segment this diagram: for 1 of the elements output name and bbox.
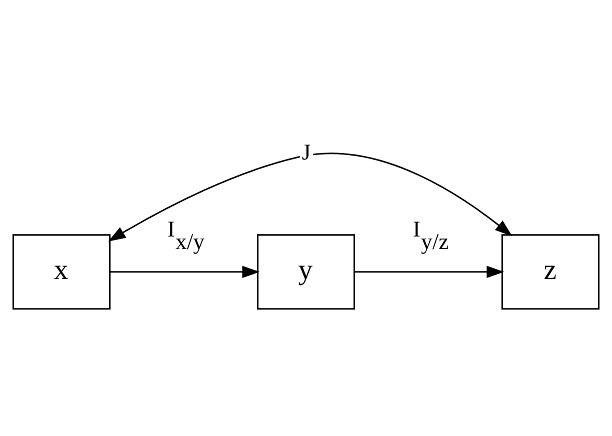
edge-label: J — [302, 139, 311, 164]
